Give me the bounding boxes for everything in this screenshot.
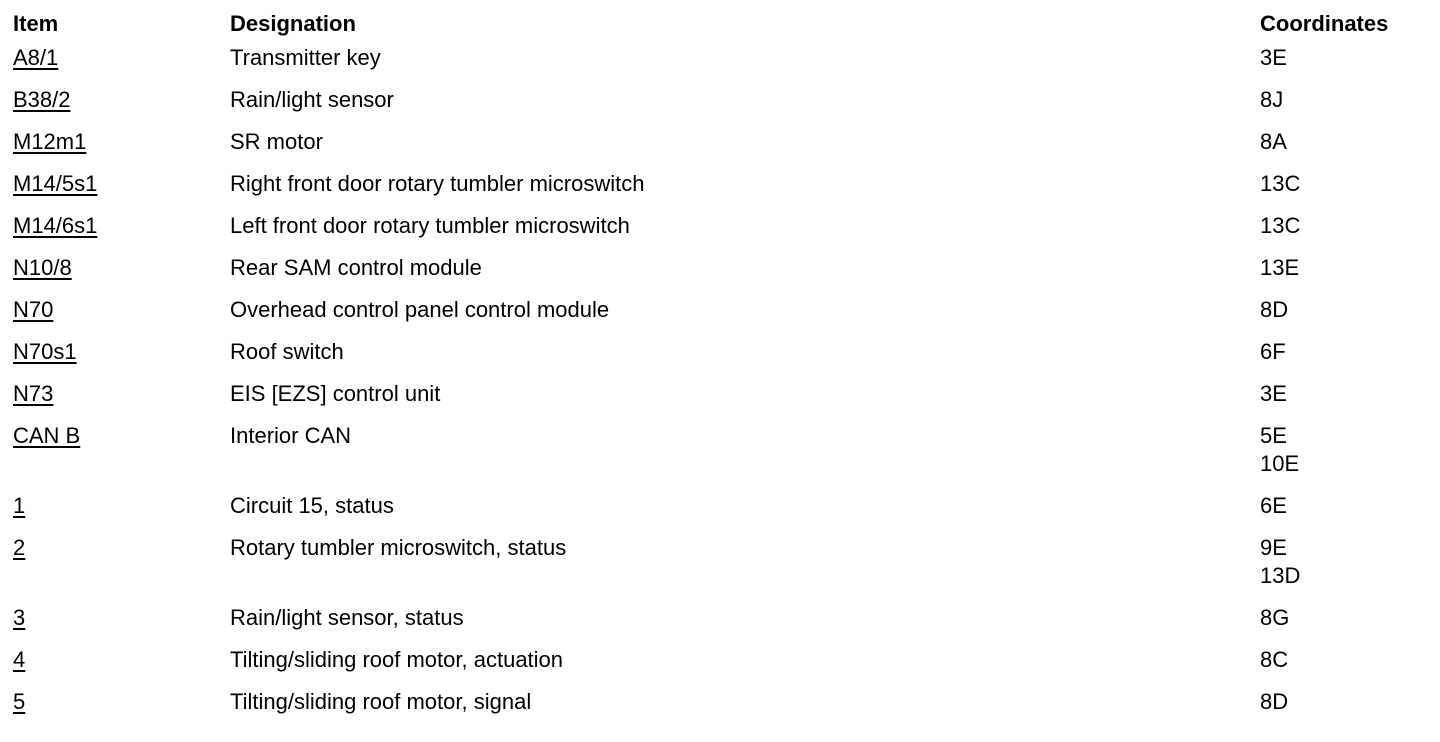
coordinate-value: 8G	[1260, 605, 1290, 630]
coordinate-value: 13C	[1260, 171, 1301, 196]
table-row: N10/8 Rear SAM control module 13E	[0, 254, 1440, 296]
table-row: B38/2 Rain/light sensor 8J	[0, 86, 1440, 128]
designation-cell: Rear SAM control module	[230, 255, 482, 280]
coordinate-value: 5E	[1260, 423, 1287, 448]
coordinates-cell: 8D	[1247, 688, 1440, 730]
coordinate-value: 8J	[1260, 87, 1284, 112]
item-cell: N73	[0, 380, 230, 422]
table-row: N73 EIS [EZS] control unit 3E	[0, 380, 1440, 422]
table-row: M14/6s1 Left front door rotary tumbler mi…	[0, 212, 1440, 254]
table-row: A8/1 Transmitter key 3E	[0, 44, 1440, 86]
designation-cell: Tilting/sliding roof motor, actuation	[230, 647, 564, 672]
coordinates-cell: 6F	[1247, 338, 1440, 380]
designation-cell: EIS [EZS] control unit	[230, 381, 441, 406]
item-link[interactable]: 4	[13, 647, 26, 672]
coordinate-value: 13D	[1260, 563, 1301, 588]
item-link[interactable]: CAN B	[13, 423, 81, 448]
column-header-coordinates: Coordinates	[1260, 11, 1389, 36]
column-header-item: Item	[13, 11, 59, 36]
designation-cell: Interior CAN	[230, 423, 352, 448]
coordinate-value: 3E	[1260, 381, 1287, 406]
item-cell: A8/1	[0, 44, 230, 86]
item-link[interactable]: N10/8	[13, 255, 72, 280]
item-cell: 1	[0, 492, 230, 534]
coordinates-cell: 8D	[1247, 296, 1440, 338]
table-row: N70s1 Roof switch 6F	[0, 338, 1440, 380]
item-link[interactable]: M12m1	[13, 129, 87, 154]
item-link[interactable]: 3	[13, 605, 26, 630]
item-link[interactable]: N70	[13, 297, 54, 322]
coordinates-cell: 8A	[1247, 128, 1440, 170]
designation-cell: Transmitter key	[230, 45, 381, 70]
table-row: 3 Rain/light sensor, status 8G	[0, 604, 1440, 646]
item-link[interactable]: N70s1	[13, 339, 77, 364]
table-row: M14/5s1 Right front door rotary tumbler m…	[0, 170, 1440, 212]
item-link[interactable]: N73	[13, 381, 54, 406]
table-row: N70 Overhead control panel control module…	[0, 296, 1440, 338]
designation-cell: Right front door rotary tumbler microswi…	[230, 171, 645, 196]
coordinate-value: 6E	[1260, 493, 1287, 518]
coordinate-value: 8D	[1260, 297, 1289, 322]
item-cell: N70s1	[0, 338, 230, 380]
item-cell: N70	[0, 296, 230, 338]
item-cell: B38/2	[0, 86, 230, 128]
coordinates-cell: 13E	[1247, 254, 1440, 296]
coordinate-value: 8A	[1260, 129, 1287, 154]
coordinates-cell: 6E	[1247, 492, 1440, 534]
table-row: 1 Circuit 15, status 6E	[0, 492, 1440, 534]
coordinate-value: 8C	[1260, 647, 1289, 672]
item-cell: 5	[0, 688, 230, 730]
coordinates-cell: 3E	[1247, 44, 1440, 86]
item-cell: M14/5s1	[0, 170, 230, 212]
coordinates-cell: 3E	[1247, 380, 1440, 422]
header-row: Item Designation Coordinates	[0, 0, 1440, 44]
item-link[interactable]: 2	[13, 535, 26, 560]
designation-cell: Rain/light sensor, status	[230, 605, 464, 630]
coordinate-value: 13E	[1260, 255, 1300, 280]
item-cell: N10/8	[0, 254, 230, 296]
designation-cell: Tilting/sliding roof motor, signal	[230, 689, 532, 714]
item-cell: 4	[0, 646, 230, 688]
coordinates-cell: 8J	[1247, 86, 1440, 128]
coordinate-value: 6F	[1260, 339, 1286, 364]
item-cell: CAN B	[0, 422, 230, 492]
item-link[interactable]: A8/1	[13, 45, 59, 70]
coordinates-cell: 8G	[1247, 604, 1440, 646]
table-row: M12m1 SR motor 8A	[0, 128, 1440, 170]
item-link[interactable]: M14/6s1	[13, 213, 98, 238]
column-header-designation: Designation	[230, 11, 356, 36]
coordinate-value: 9E	[1260, 535, 1287, 560]
designation-cell: Overhead control panel control module	[230, 297, 610, 322]
item-cell: M12m1	[0, 128, 230, 170]
coordinates-cell: 13C	[1247, 170, 1440, 212]
item-cell: 3	[0, 604, 230, 646]
coordinates-cell: 8C	[1247, 646, 1440, 688]
coordinate-value: 13C	[1260, 213, 1301, 238]
table-row: 5 Tilting/sliding roof motor, signal 8D	[0, 688, 1440, 730]
item-link[interactable]: B38/2	[13, 87, 71, 112]
item-link[interactable]: M14/5s1	[13, 171, 98, 196]
coordinate-value: 3E	[1260, 45, 1287, 70]
designation-cell: Circuit 15, status	[230, 493, 394, 518]
item-cell: 2	[0, 534, 230, 604]
designation-cell: Left front door rotary tumbler microswit…	[230, 213, 630, 238]
designation-cell: SR motor	[230, 129, 323, 154]
designation-cell: Roof switch	[230, 339, 344, 364]
coordinate-value: 8D	[1260, 689, 1289, 714]
designation-cell: Rain/light sensor	[230, 87, 394, 112]
item-link[interactable]: 5	[13, 689, 26, 714]
coordinates-cell: 13C	[1247, 212, 1440, 254]
coordinate-value: 10E	[1260, 451, 1300, 476]
item-link[interactable]: 1	[13, 493, 26, 518]
table-row: 4 Tilting/sliding roof motor, actuation 8C	[0, 646, 1440, 688]
item-cell: M14/6s1	[0, 212, 230, 254]
designation-cell: Rotary tumbler microswitch, status	[230, 535, 567, 560]
